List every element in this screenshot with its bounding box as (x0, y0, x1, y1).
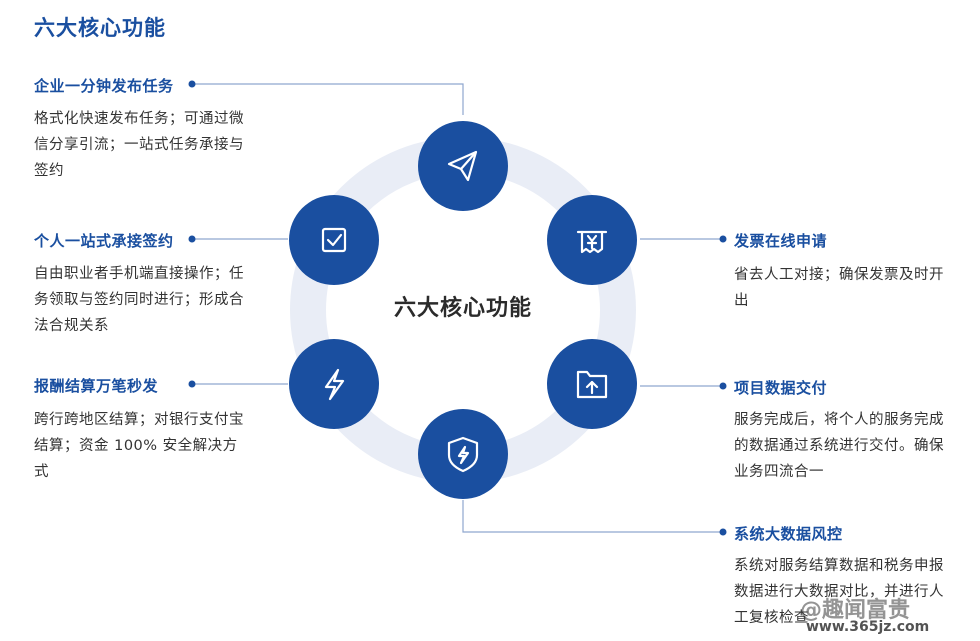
connector-dot (188, 235, 196, 243)
watermark: @趣闻富贵 (800, 598, 911, 623)
page-title: 六大核心功能 (34, 16, 166, 40)
feature-title-invoice: 发票在线申请 (734, 232, 828, 250)
feature-desc-settlement: 跨行跨地区结算；对银行支付宝结算；资金 100% 安全解决方式 (34, 412, 244, 480)
paper-plane-icon (447, 150, 478, 182)
watermark-url: www.365jz.com (806, 619, 930, 635)
feature-desc-risk-control: 系统对服务结算数据和税务申报数据进行大数据对比，并进行人工复核检查 (734, 558, 944, 626)
node-invoice (547, 195, 637, 285)
shield-lightning-icon (447, 436, 479, 473)
connector-line (462, 500, 720, 533)
feature-title-settlement: 报酬结算万笔秒发 (34, 377, 159, 395)
connector-dot (719, 235, 727, 243)
checkbox-icon (321, 227, 347, 253)
folder-upload-icon (576, 370, 608, 399)
feature-title-data-delivery: 项目数据交付 (734, 379, 828, 397)
receipt-icon (576, 230, 608, 254)
connector-dot (719, 382, 727, 390)
connector-dot (188, 380, 196, 388)
feature-title-personal-sign: 个人一站式承接签约 (34, 232, 174, 250)
connector-dot (719, 528, 727, 536)
feature-title-risk-control: 系统大数据风控 (734, 525, 843, 543)
feature-desc-data-delivery: 服务完成后，将个人的服务完成的数据通过系统进行交付。确保业务四流合一 (734, 412, 944, 480)
feature-desc-invoice: 省去人工对接；确保发票及时开出 (734, 267, 944, 309)
lightning-icon (324, 368, 345, 401)
connector-line (195, 83, 464, 115)
node-data-delivery (547, 339, 637, 429)
feature-desc-publish-task: 格式化快速发布任务；可通过微信分享引流；一站式任务承接与签约 (34, 111, 244, 179)
node-risk-control (418, 409, 508, 499)
feature-title-publish-task: 企业一分钟发布任务 (34, 77, 174, 95)
node-settlement (289, 339, 379, 429)
feature-desc-personal-sign: 自由职业者手机端直接操作；任务领取与签约同时进行；形成合法合规关系 (34, 266, 244, 334)
center-label: 六大核心功能 (393, 296, 532, 321)
node-publish-task (418, 121, 508, 211)
connector-dot (188, 80, 196, 88)
node-personal-sign (289, 195, 379, 285)
